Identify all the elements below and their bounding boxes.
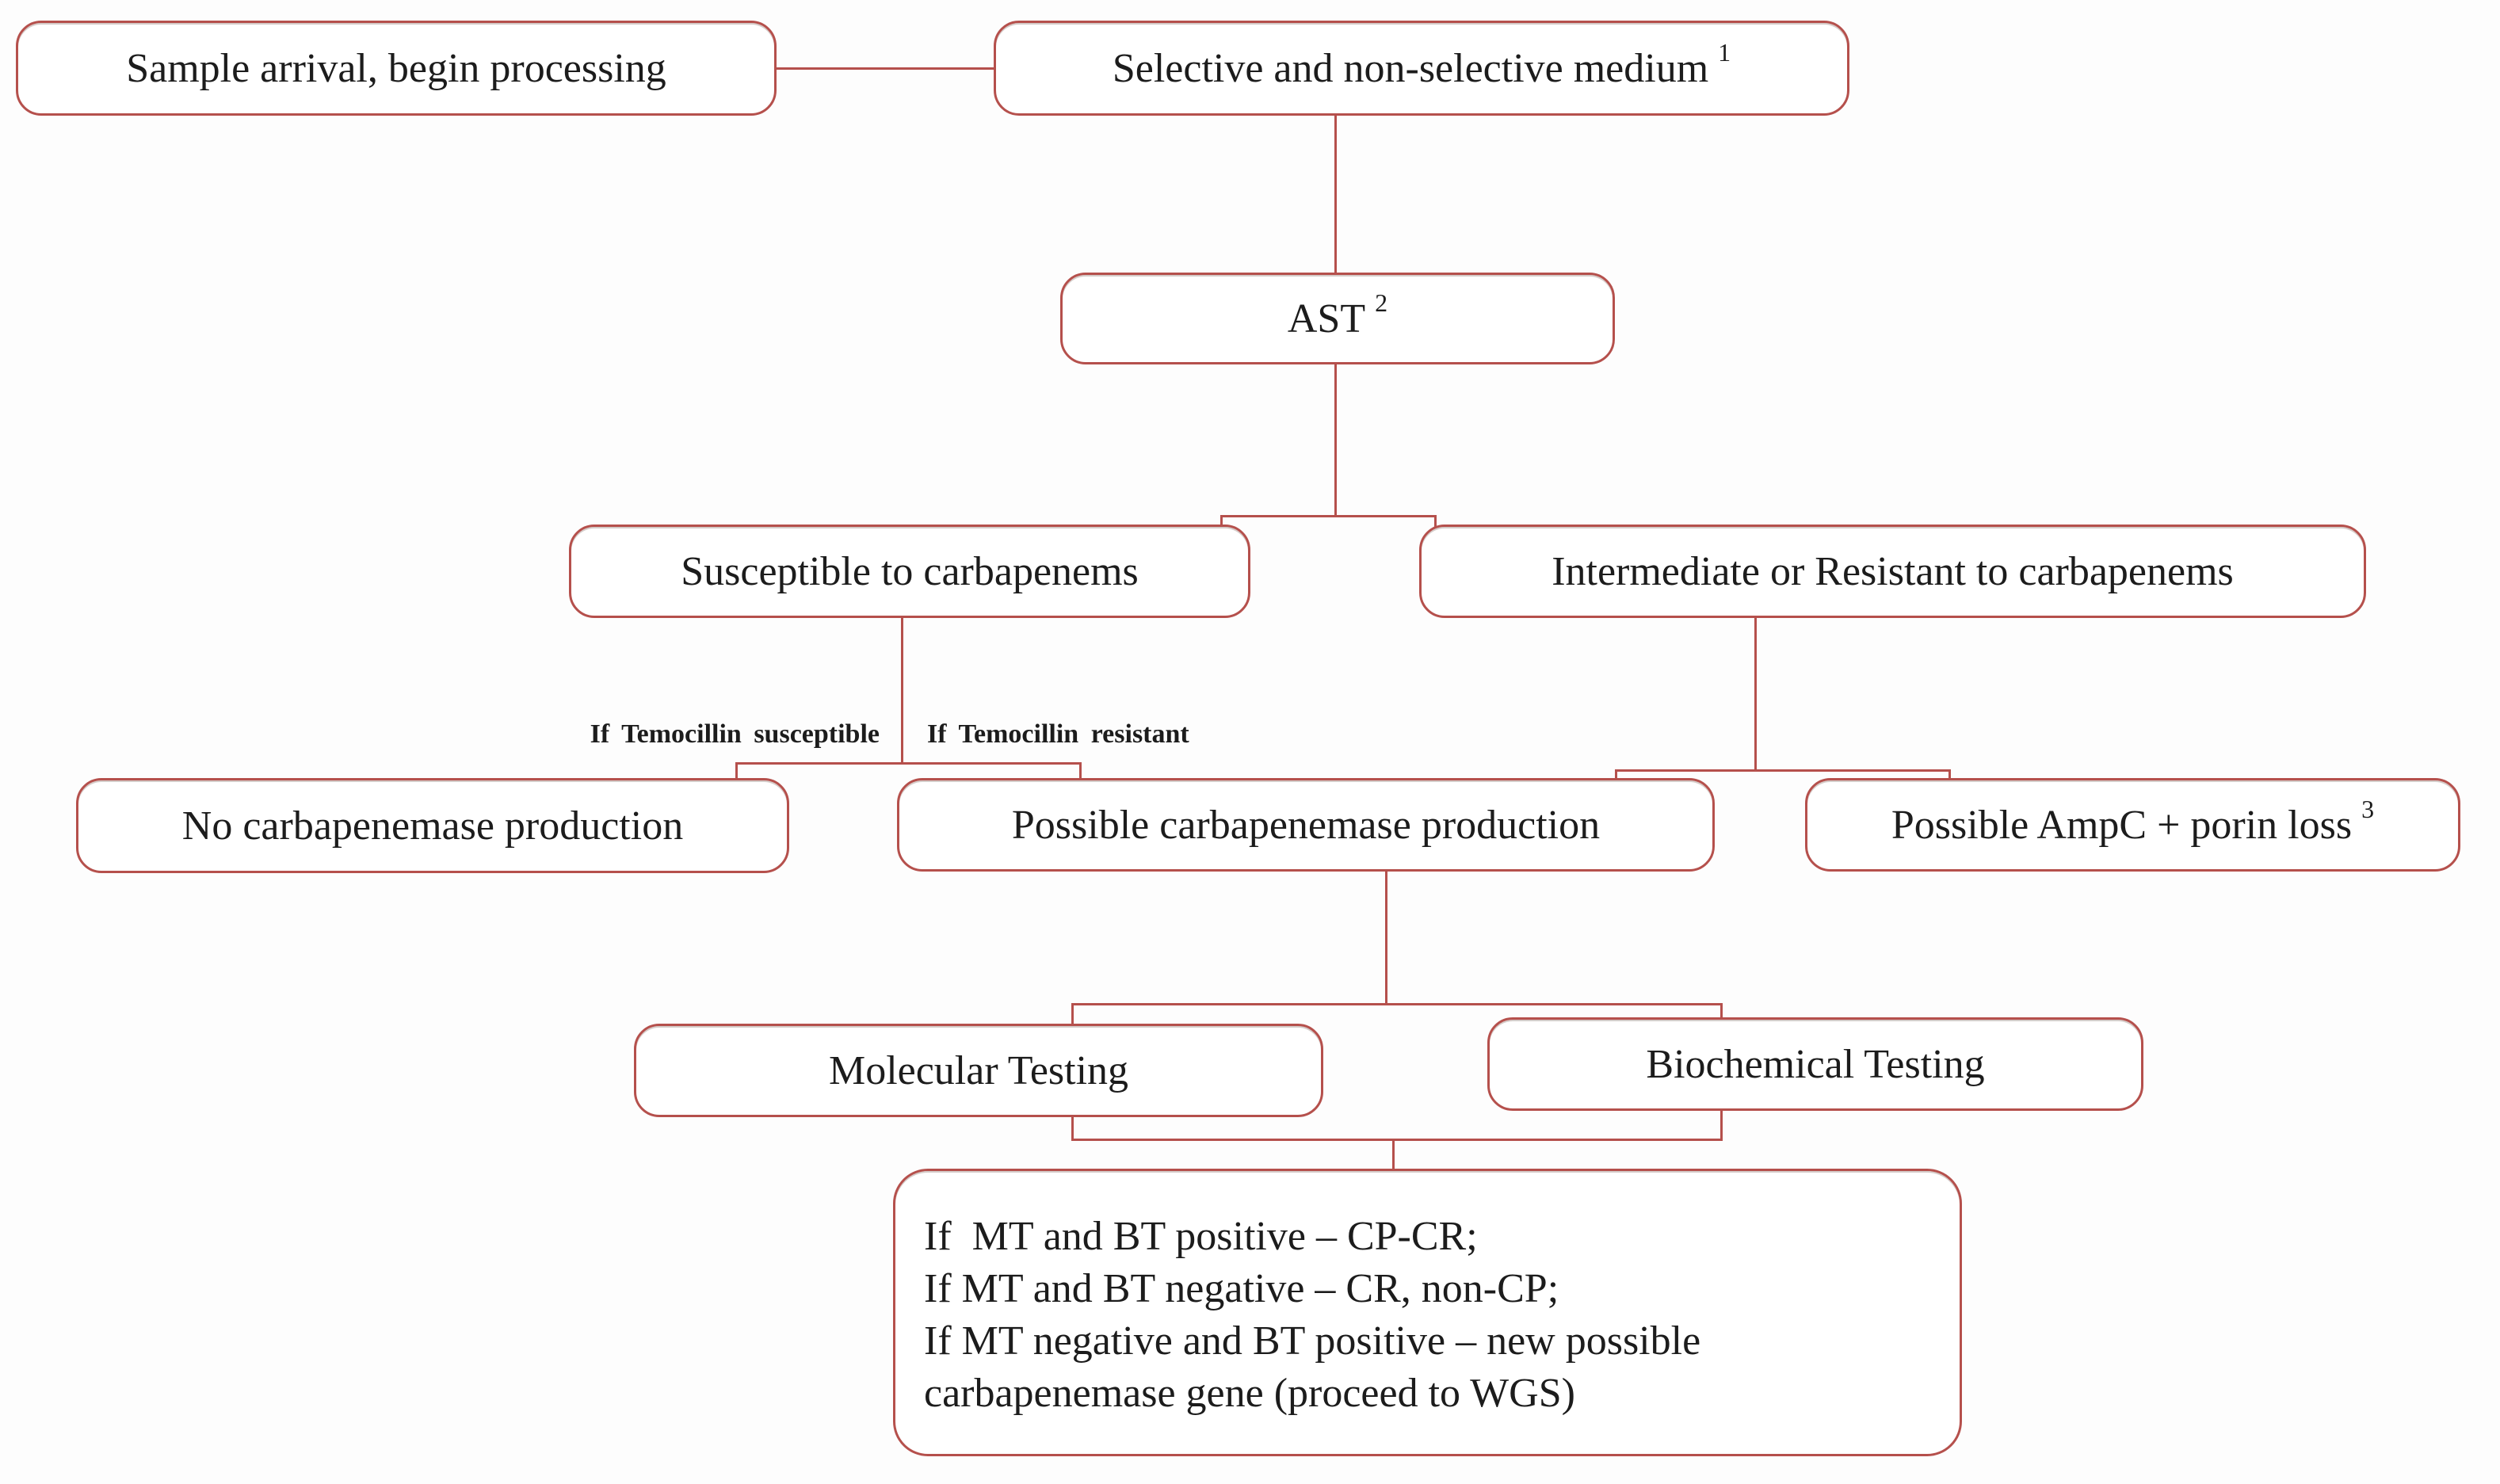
node-label: Possible carbapenemase production xyxy=(1011,802,1601,848)
connector-intermediate-down xyxy=(1754,618,1757,771)
connector-testing-left-stub xyxy=(1071,1003,1074,1027)
connector-intermediate-branch-bar xyxy=(1615,769,1951,772)
node-label: Selective and non-selective medium xyxy=(1112,45,1709,91)
node-label: Molecular Testing xyxy=(828,1047,1129,1093)
edge-label-temocillin-susceptible: If Temocillin susceptible xyxy=(590,719,880,749)
node-label: Possible AmpC + porin loss xyxy=(1891,802,2353,848)
node-ampc-porin-loss: Possible AmpC + porin loss 3 xyxy=(1805,778,2460,872)
connector-merge-to-result xyxy=(1392,1141,1395,1170)
node-result-interpretation: If MT and BT positive – CP-CR; If MT and… xyxy=(893,1169,1962,1456)
connector-ast-branch-right-stub xyxy=(1434,515,1437,529)
connector-merge-right-stub xyxy=(1720,1109,1723,1141)
result-line: carbapenemase gene (proceed to WGS) xyxy=(924,1371,1575,1416)
node-label: Sample arrival, begin processing xyxy=(126,45,666,91)
connector-medium-to-ast xyxy=(1334,116,1337,273)
connector-intermediate-left-stub xyxy=(1615,769,1617,781)
connector-ast-branch-left-stub xyxy=(1220,515,1223,529)
connector-possible-carb-down xyxy=(1385,872,1387,1005)
connector-testing-right-stub xyxy=(1720,1003,1723,1020)
connector-susceptible-down xyxy=(901,618,903,764)
node-no-carbapenemase: No carbapenemase production xyxy=(76,778,789,873)
footnote-superscript-1: 1 xyxy=(1718,37,1731,67)
node-sample-arrival: Sample arrival, begin processing xyxy=(16,21,777,116)
node-label: Biochemical Testing xyxy=(1646,1041,1985,1087)
node-intermediate-resistant: Intermediate or Resistant to carbapenems xyxy=(1419,525,2366,618)
connector-testing-branch-bar xyxy=(1071,1003,1723,1005)
connector-temocillin-left-stub xyxy=(735,762,738,781)
node-label: Intermediate or Resistant to carbapenems xyxy=(1552,548,2234,594)
connector-ast-down xyxy=(1334,364,1337,517)
node-label: Susceptible to carbapenems xyxy=(681,548,1139,594)
node-susceptible: Susceptible to carbapenems xyxy=(569,525,1250,618)
result-line: If MT and BT positive – CP-CR; xyxy=(924,1214,1478,1259)
node-selective-medium: Selective and non-selective medium 1 xyxy=(994,21,1849,116)
connector-merge-left-stub xyxy=(1071,1116,1074,1141)
node-label: AST xyxy=(1287,296,1366,341)
footnote-superscript-3: 3 xyxy=(2361,794,2375,823)
connector-sample-to-medium xyxy=(777,67,994,70)
connector-temocillin-right-stub xyxy=(1079,762,1082,781)
connector-temocillin-branch-bar xyxy=(735,762,1082,765)
result-line: If MT negative and BT positive – new pos… xyxy=(924,1318,1701,1364)
connector-intermediate-right-stub xyxy=(1948,769,1951,781)
edge-label-temocillin-resistant: If Temocillin resistant xyxy=(927,719,1189,749)
node-label: No carbapenemase production xyxy=(181,803,684,849)
connector-merge-bar xyxy=(1071,1139,1723,1141)
connector-ast-branch-bar xyxy=(1220,515,1437,517)
node-molecular-testing: Molecular Testing xyxy=(634,1024,1323,1117)
node-biochemical-testing: Biochemical Testing xyxy=(1487,1017,2143,1111)
node-possible-carbapenemase: Possible carbapenemase production xyxy=(897,778,1715,872)
result-line: If MT and BT negative – CR, non-CP; xyxy=(924,1266,1559,1311)
node-ast: AST 2 xyxy=(1060,273,1615,364)
footnote-superscript-2: 2 xyxy=(1375,288,1388,317)
